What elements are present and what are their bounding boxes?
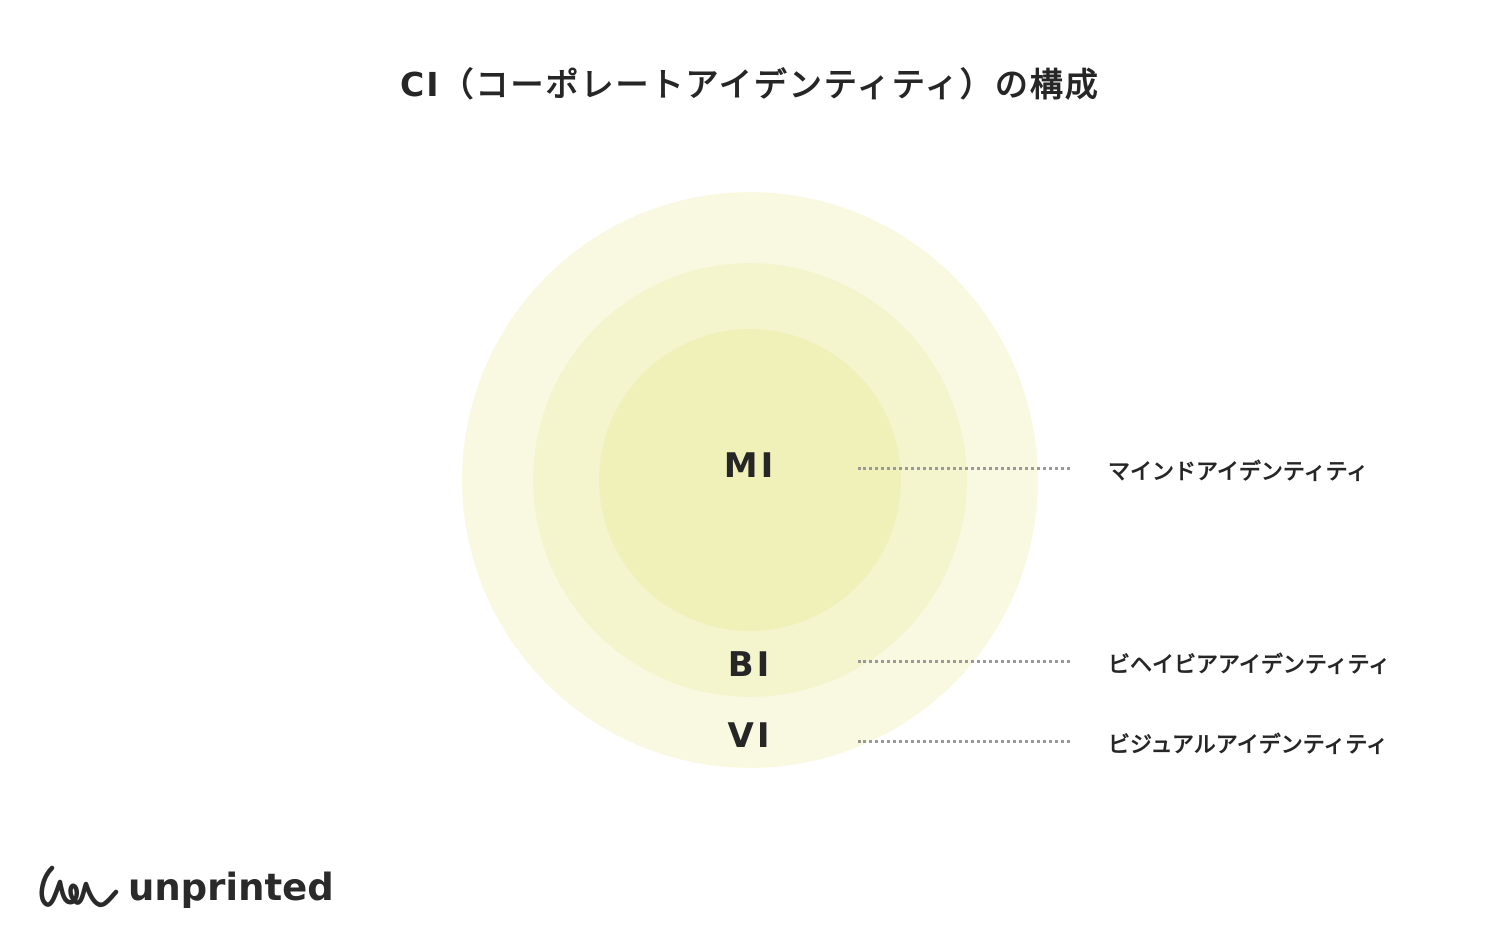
- mi-leader-line: [858, 467, 1070, 470]
- brand-logo: unprinted: [38, 862, 334, 912]
- mi-label: MI: [723, 446, 777, 486]
- mi-name: マインドアイデンティティ: [1108, 460, 1369, 485]
- vi-leader-line: [858, 740, 1070, 743]
- bi-name: ビヘイビアアイデンティティ: [1108, 653, 1391, 678]
- bi-leader-line: [858, 660, 1070, 663]
- vi-label: VI: [727, 716, 773, 756]
- diagram-title: CI（コーポレートアイデンティティ）の構成: [400, 65, 1100, 104]
- vi-name: ビジュアルアイデンティティ: [1108, 733, 1389, 758]
- logo-squiggle-icon: [39, 865, 119, 907]
- inner-circle-mi: [599, 329, 901, 631]
- logo-text: unprinted: [128, 865, 334, 909]
- bi-label: BI: [727, 645, 773, 685]
